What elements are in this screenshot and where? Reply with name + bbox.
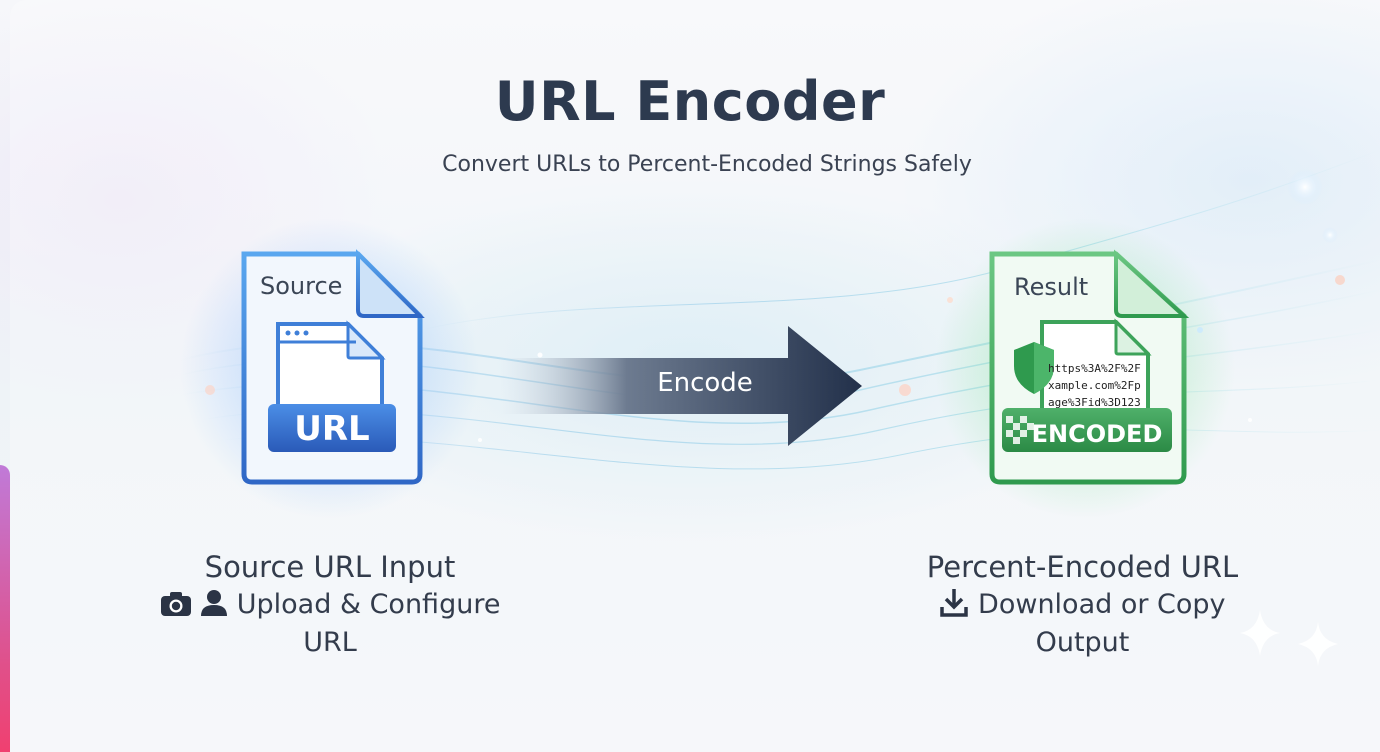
encode-arrow xyxy=(500,326,862,446)
source-document: URL Source xyxy=(230,244,430,498)
user-icon[interactable] xyxy=(200,589,228,617)
encoded-badge-text: ENCODED xyxy=(1032,420,1163,448)
page-title: URL Encoder xyxy=(494,70,886,133)
source-action-line2: URL xyxy=(303,627,357,658)
result-caption: Percent-Encoded URL Download or Copy Out… xyxy=(880,548,1285,662)
encoded-line: https%3A%2F%2F xyxy=(1048,362,1141,375)
file-icon: ENCODED xyxy=(989,249,1190,485)
file-icon: URL xyxy=(241,249,425,485)
download-icon[interactable] xyxy=(939,587,969,617)
result-document: ENCODED Result https%3A%2F%2F xample.com… xyxy=(980,244,1200,498)
result-action-line2: Output xyxy=(1035,627,1130,658)
camera-icon[interactable] xyxy=(160,591,192,617)
source-action-line1: Upload & Configure xyxy=(236,589,501,620)
encoded-line: xample.com%2Fp xyxy=(1048,379,1141,392)
source-caption-title: Source URL Input xyxy=(204,550,456,584)
result-label: Result xyxy=(1014,273,1089,301)
url-badge-text: URL xyxy=(294,409,369,449)
source-label: Source xyxy=(260,272,343,300)
result-action-line1: Download or Copy xyxy=(978,589,1226,620)
source-caption: Source URL Input Upload & Configure URL xyxy=(130,548,530,662)
sparkle-decoration xyxy=(1240,610,1338,666)
encode-label: Encode xyxy=(657,368,753,398)
shield-icon xyxy=(1014,342,1054,394)
page-subtitle: Convert URLs to Percent-Encoded Strings … xyxy=(442,152,972,177)
source-caption-action: Upload & Configure xyxy=(130,586,530,624)
encoded-line: age%3Fid%3D123 xyxy=(1048,396,1141,409)
encoded-text-block: https%3A%2F%2F xample.com%2Fp age%3Fid%3… xyxy=(1048,360,1154,411)
result-caption-title: Percent-Encoded URL xyxy=(926,550,1239,584)
result-caption-action: Download or Copy xyxy=(880,586,1285,624)
left-edge-accent xyxy=(0,465,10,752)
